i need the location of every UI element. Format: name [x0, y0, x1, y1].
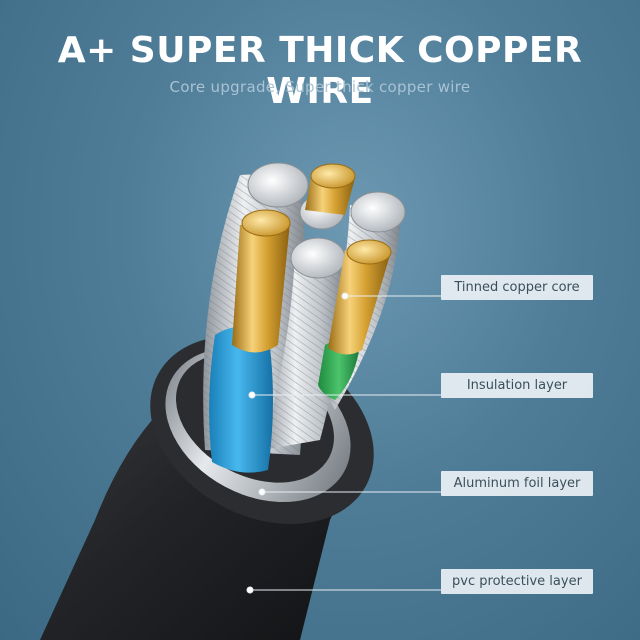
- callout-insulation-layer: Insulation layer: [441, 373, 593, 398]
- callout-leader-lines: [246, 292, 441, 594]
- callout-aluminum-foil-layer: Aluminum foil layer: [441, 471, 593, 496]
- page-title: A+ SUPER THICK COPPER WIRE: [57, 30, 583, 112]
- callout-tinned-copper-core: Tinned copper core: [441, 275, 593, 300]
- page-subtitle: Core upgrade, Super thick copper wire: [169, 78, 471, 96]
- green-insulated-conductor: [305, 163, 392, 400]
- callout-pvc-protective-layer: pvc protective layer: [441, 569, 593, 594]
- blue-insulated-conductor: [209, 209, 291, 473]
